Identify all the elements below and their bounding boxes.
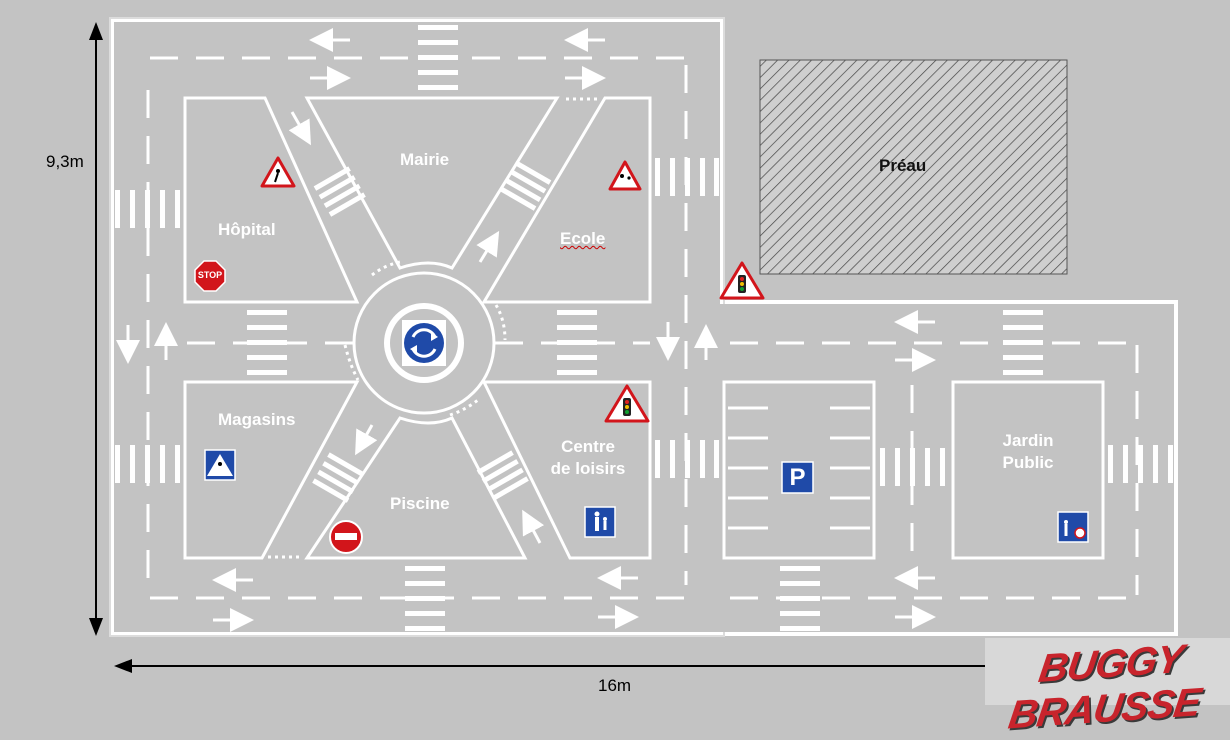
meeting-zone-sign xyxy=(1057,511,1089,543)
parking-stalls xyxy=(728,406,870,530)
label-piscine: Piscine xyxy=(390,494,450,513)
direction-arrows xyxy=(116,28,936,632)
pedestrian-crossing-sign xyxy=(204,449,236,481)
label-preau: Préau xyxy=(879,156,927,175)
block-magasins xyxy=(183,380,360,560)
parking-sign-text: P xyxy=(789,464,806,491)
crosswalks xyxy=(115,25,1173,631)
label-jardin-public: Jardin Public xyxy=(990,430,1066,474)
diagonal-crosswalks xyxy=(312,160,552,503)
road-map-drawing xyxy=(89,17,1178,673)
label-jardin-line2: Public xyxy=(1002,453,1054,472)
give-way-lines xyxy=(268,97,600,559)
label-mairie: Mairie xyxy=(400,150,450,169)
label-hopital: Hôpital xyxy=(218,220,276,239)
pedestrian-zone-sign xyxy=(584,506,616,538)
traffic-light-warning-sign xyxy=(719,261,765,300)
preau-area xyxy=(759,59,1068,275)
road-map: Mairie Hôpital Ecole Magasins Piscine Ce… xyxy=(46,17,1230,737)
block-ecole xyxy=(481,96,652,304)
stop-sign-text: STOP xyxy=(197,270,223,280)
label-ecole: Ecole xyxy=(560,229,606,248)
label-centre-de-loisirs: Centre de loisirs xyxy=(548,436,628,480)
label-jardin-line1: Jardin xyxy=(1002,431,1054,450)
width-dimension-label: 16m xyxy=(598,676,632,695)
label-centre-line1: Centre xyxy=(561,437,615,456)
height-dimension-label: 9,3m xyxy=(46,152,84,171)
parking-sign-plate xyxy=(781,461,814,494)
traffic-light-warning-sign-centre xyxy=(604,384,650,423)
buggy-brausse-logo: BUGGY BRAUSSE xyxy=(985,637,1230,737)
roundabout-sign xyxy=(402,320,446,366)
pedestrian-warning-sign-hopital xyxy=(260,156,296,188)
block-hopital xyxy=(183,96,360,304)
block-piscine xyxy=(304,416,528,560)
logo-text: BUGGY BRAUSSE xyxy=(1005,637,1203,738)
label-centre-line2: de loisirs xyxy=(550,459,626,478)
stop-sign xyxy=(194,260,226,292)
children-warning-sign-ecole xyxy=(608,160,642,191)
no-entry-sign xyxy=(329,520,363,554)
block-mairie xyxy=(304,96,560,270)
label-magasins: Magasins xyxy=(218,410,296,429)
